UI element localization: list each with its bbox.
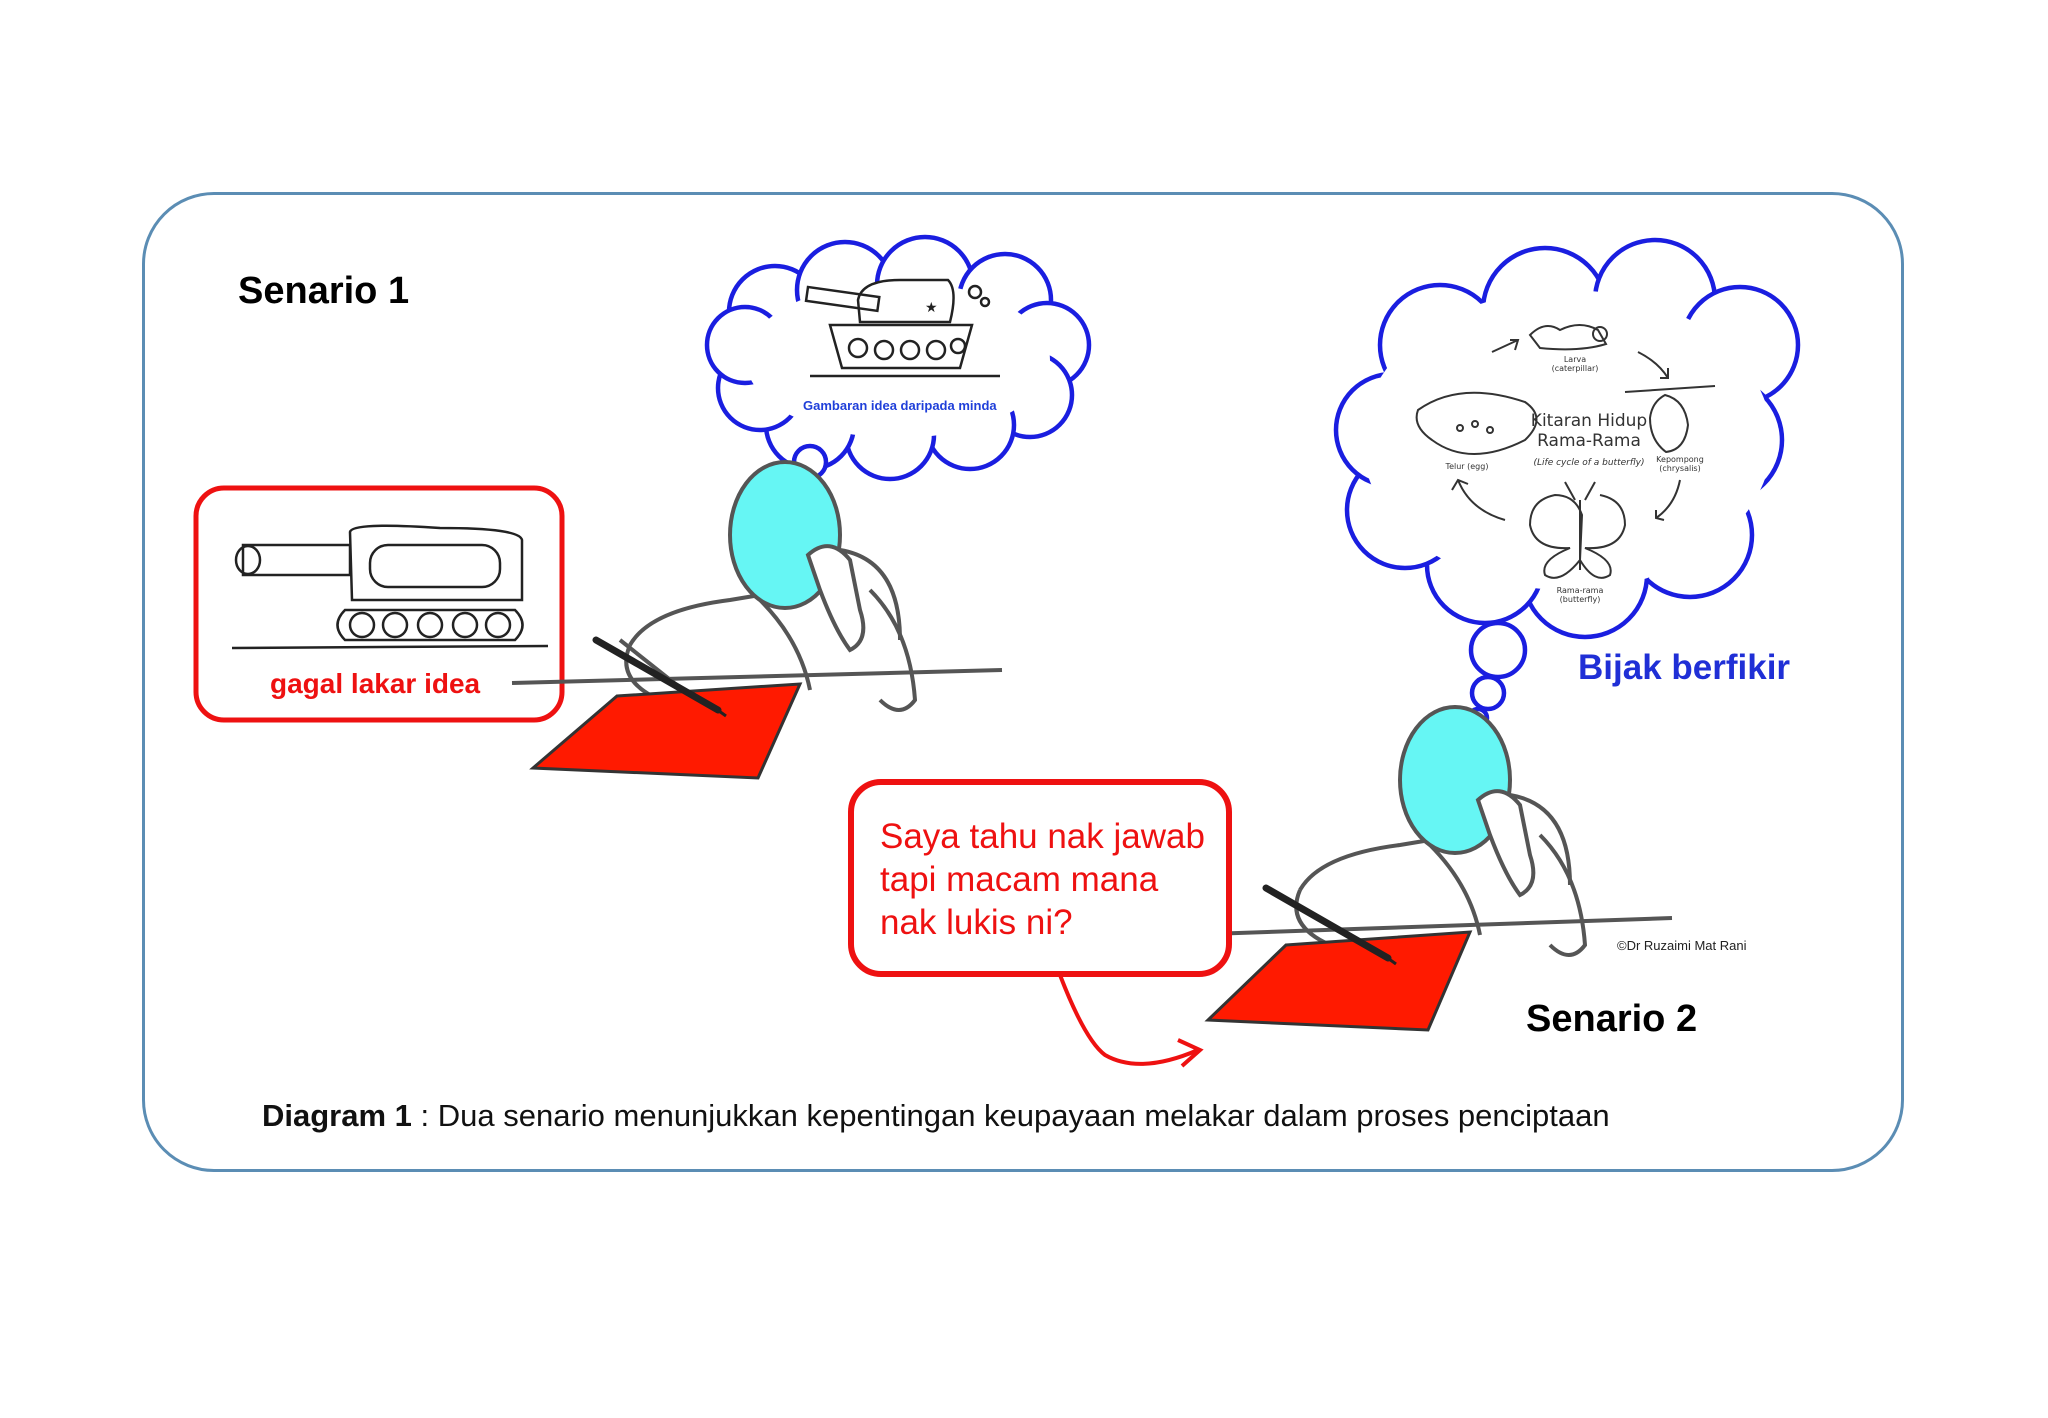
lifecycle-subtitle: (Life cycle of a butterfly) (1533, 458, 1645, 468)
lifecycle-title-2: Rama-Rama (1537, 431, 1641, 451)
red-paper-2 (1204, 930, 1473, 1032)
stage-larva-label: Larva (1563, 355, 1587, 364)
lifecycle-title-1: Kitaran Hidup (1530, 411, 1648, 431)
stage-pupa-label: Kepompong (1656, 455, 1704, 464)
svg-text:★: ★ (925, 299, 938, 315)
copyright-notice: ©Dr Ruzaimi Mat Rani (1617, 938, 1747, 953)
hand-scenario-2 (1475, 789, 1536, 898)
caption-text: : Dua senario menunjukkan kepentingan ke… (411, 1098, 1610, 1133)
question-box (848, 779, 1232, 977)
tank-thought-drawing: ★ (804, 278, 1000, 378)
person-scenario-2 (1179, 793, 1673, 957)
caption-label: Diagram 1 (262, 1098, 412, 1133)
pen-2 (1262, 884, 1392, 962)
lifecycle-drawing (1415, 324, 1716, 579)
red-paper-1 (529, 682, 803, 780)
wise-thinking-label: Bijak berfikir (1578, 648, 1791, 687)
scenario-1-title: Senario 1 (238, 270, 410, 312)
failed-sketch-label: gagal lakar idea (270, 668, 481, 699)
scenario-2-title: Senario 2 (1526, 998, 1698, 1040)
stage-larva-en-label: (caterpillar) (1551, 364, 1599, 373)
stage-pupa-en-label: (chrysalis) (1659, 464, 1701, 473)
pen-1 (592, 636, 722, 714)
stage-egg-label: Telur (egg) (1445, 462, 1489, 471)
stage-adult-label: Rama-rama (1556, 586, 1604, 595)
diagram-frame (142, 192, 1904, 1172)
idea-from-mind-label: Gambaran idea daripada minda (803, 398, 997, 413)
hand-scenario-1 (805, 544, 866, 653)
diagram-caption: Diagram 1 : Dua senario menunjukkan kepe… (262, 1098, 1610, 1134)
arrow-to-paper (1058, 974, 1199, 1066)
failed-tank-sketch (231, 524, 549, 650)
stage-adult-en-label: (butterfly) (1559, 595, 1601, 604)
question-text: Saya tahu nak jawab tapi macam mana nak … (880, 817, 1205, 942)
thought-cloud-1 (704, 234, 1092, 501)
